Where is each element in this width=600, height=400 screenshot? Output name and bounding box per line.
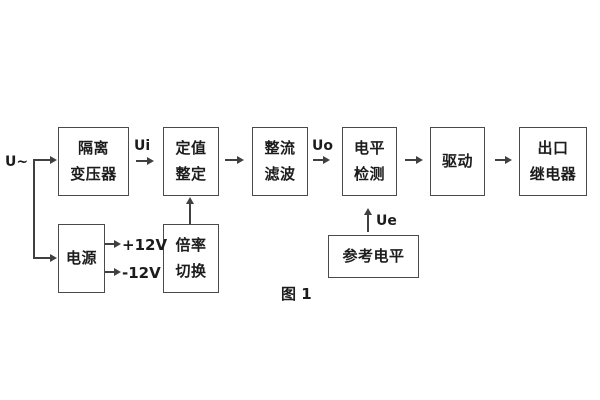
block-level-detector-line2: 检测 — [353, 165, 385, 183]
block-output-relay-line2: 继电器 — [529, 165, 577, 183]
block-power-supply-label: 电源 — [65, 249, 97, 267]
rail-label-plus12v: +12V — [122, 236, 168, 254]
block-driver: 驱动 — [430, 127, 485, 196]
arrow-driver-to-relay — [495, 159, 505, 161]
block-setpoint-line2: 整定 — [175, 165, 207, 183]
connector-input-branch-line — [33, 159, 35, 259]
block-reference-level-label: 参考电平 — [342, 247, 405, 265]
block-isolation-transformer-line1: 隔离 — [77, 139, 109, 157]
arrow-ui-transformer-to-setpoint — [136, 160, 147, 162]
arrow-ue-reference-to-detector — [367, 215, 369, 232]
block-driver-label: 驱动 — [441, 152, 473, 170]
block-output-relay-line1: 出口 — [537, 139, 569, 157]
arrow-input-to-transformer — [33, 159, 50, 161]
block-ratio-switch: 倍率 切换 — [163, 224, 219, 293]
block-level-detector: 电平 检测 — [342, 127, 397, 196]
arrow-power-to-plus12v — [105, 243, 114, 245]
signal-label-ue: Ue — [376, 213, 397, 229]
block-rectifier-filter-line2: 滤波 — [264, 165, 296, 183]
arrow-power-to-minus12v — [105, 271, 114, 273]
arrow-ratio-switch-to-setpoint — [189, 204, 191, 224]
block-output-relay: 出口 继电器 — [519, 127, 587, 196]
rail-label-minus12v: -12V — [122, 264, 161, 282]
arrow-uo-rectifier-to-detector — [313, 159, 323, 161]
block-reference-level: 参考电平 — [328, 235, 419, 278]
block-rectifier-filter-line1: 整流 — [264, 139, 296, 157]
signal-label-input: U~ — [5, 154, 29, 170]
block-level-detector-line1: 电平 — [353, 139, 385, 157]
block-ratio-switch-line1: 倍率 — [175, 236, 207, 254]
block-ratio-switch-line2: 切换 — [175, 262, 207, 280]
figure-caption: 图 1 — [281, 285, 312, 303]
signal-label-uo: Uo — [312, 138, 333, 154]
block-setpoint: 定值 整定 — [163, 127, 219, 196]
arrow-input-to-power — [33, 257, 50, 259]
block-isolation-transformer-line2: 变压器 — [70, 165, 117, 183]
arrow-setpoint-to-rectifier — [225, 159, 237, 161]
block-setpoint-line1: 定值 — [175, 139, 207, 157]
signal-label-ui: Ui — [134, 138, 151, 154]
arrow-detector-to-driver — [405, 159, 416, 161]
block-rectifier-filter: 整流 滤波 — [252, 127, 308, 196]
block-isolation-transformer: 隔离 变压器 — [58, 127, 129, 196]
block-power-supply: 电源 — [58, 224, 105, 293]
